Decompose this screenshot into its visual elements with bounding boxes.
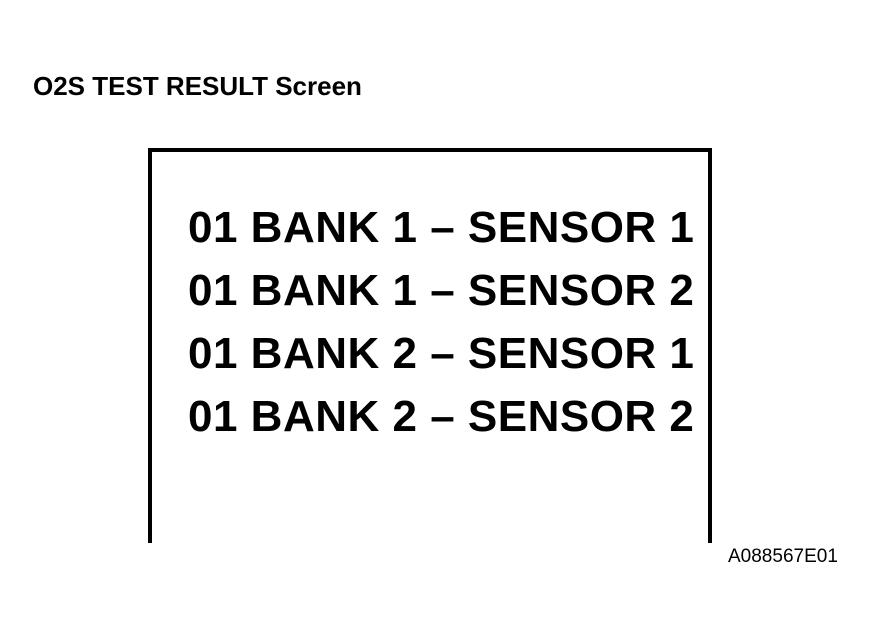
page-title: O2S TEST RESULT Screen bbox=[33, 71, 362, 101]
list-item[interactable]: 01 BANK 2 – SENSOR 2 bbox=[188, 392, 695, 441]
figure-reference-code: A088567E01 bbox=[728, 546, 838, 567]
scan-tool-screen-frame: 01 BANK 1 – SENSOR 1 01 BANK 1 – SENSOR … bbox=[148, 148, 712, 543]
o2s-test-result-list: 01 BANK 1 – SENSOR 1 01 BANK 1 – SENSOR … bbox=[188, 196, 694, 448]
list-item[interactable]: 01 BANK 2 – SENSOR 1 bbox=[188, 329, 695, 378]
list-item[interactable]: 01 BANK 1 – SENSOR 1 bbox=[188, 203, 695, 252]
list-item[interactable]: 01 BANK 1 – SENSOR 2 bbox=[188, 266, 695, 315]
